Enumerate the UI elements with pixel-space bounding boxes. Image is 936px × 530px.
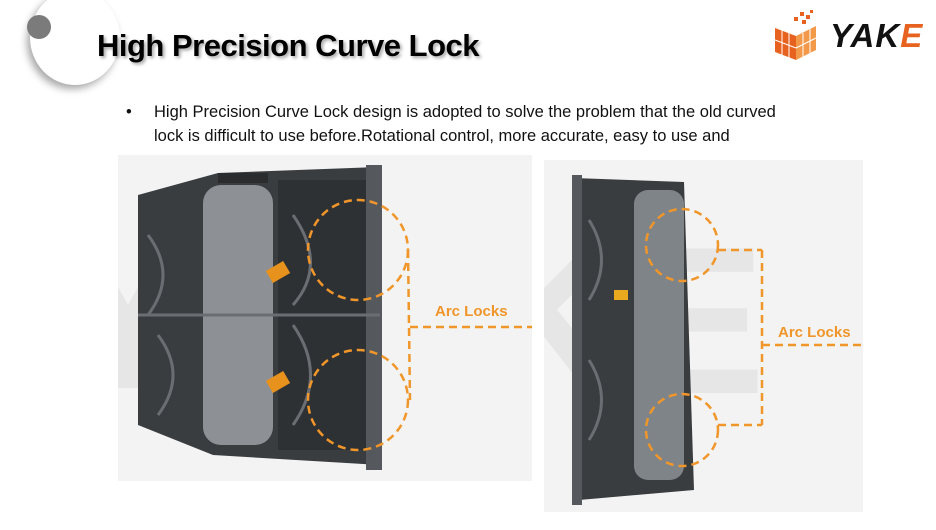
led-cabinet-illustration — [138, 165, 532, 470]
arc-lock-highlight — [306, 348, 410, 452]
decorative-dot — [27, 15, 51, 39]
arc-locks-label: Arc Locks — [435, 303, 508, 320]
bullet-line: High Precision Curve Lock design is adop… — [154, 103, 776, 121]
logo-cube-icon — [774, 10, 817, 60]
slide-title: High Precision Curve Lock — [97, 28, 480, 63]
cabinet-back-image: YA Arc Locks — [118, 155, 532, 481]
bullet-paragraph: High Precision Curve Lock design is adop… — [126, 100, 846, 148]
bullet-line: lock is difficult to use before.Rotation… — [154, 127, 730, 145]
logo-accent-letter: E — [900, 17, 924, 54]
led-cabinet-illustration — [572, 175, 863, 505]
arc-locks-label: Arc Locks — [778, 324, 851, 341]
yake-logo: YAKE — [772, 10, 923, 62]
cabinet-side-image: KE Arc Locks — [544, 160, 863, 512]
arc-lock-highlight — [644, 392, 720, 468]
decorative-circle — [30, 0, 120, 85]
logo-text: YAK — [830, 17, 901, 54]
arc-lock-highlight — [644, 207, 720, 283]
